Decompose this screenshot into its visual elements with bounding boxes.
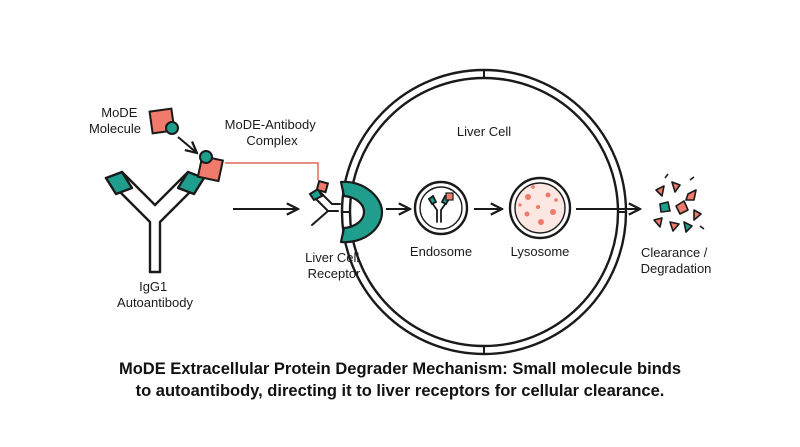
lysosome-icon: [508, 176, 572, 240]
igg1-label: IgG1 Autoantibody: [117, 279, 193, 310]
liver-cell: [340, 68, 628, 356]
complex-label: MoDE-Antibody Complex: [225, 117, 320, 148]
binding-arrow: [177, 136, 197, 153]
bound-molecule-icon: [196, 150, 225, 183]
receptor-icon: [339, 180, 384, 244]
receptor-label: Liver Cell Receptor: [305, 250, 363, 281]
complex-connector: [225, 162, 319, 180]
lysosome-label: Lysosome: [511, 244, 570, 259]
degradation-fragments-icon: [653, 173, 705, 233]
mode-molecule-icon: [148, 107, 179, 135]
caption-line-1: MoDE Extracellular Protein Degrader Mech…: [118, 360, 682, 378]
endosome-icon: [413, 180, 469, 236]
figure-caption: MoDE Extracellular Protein Degrader Mech…: [0, 358, 800, 402]
caption-line-2: to autoantibody, directing it to liver r…: [135, 382, 665, 400]
complex-icon: [308, 179, 341, 226]
liver-cell-label: Liver Cell: [457, 124, 511, 139]
mode-molecule-label: MoDE Molecule: [89, 105, 141, 136]
clearance-label: Clearance / Degradation: [641, 245, 712, 276]
igg1-antibody-icon: [104, 170, 206, 274]
endosome-label: Endosome: [410, 244, 472, 259]
